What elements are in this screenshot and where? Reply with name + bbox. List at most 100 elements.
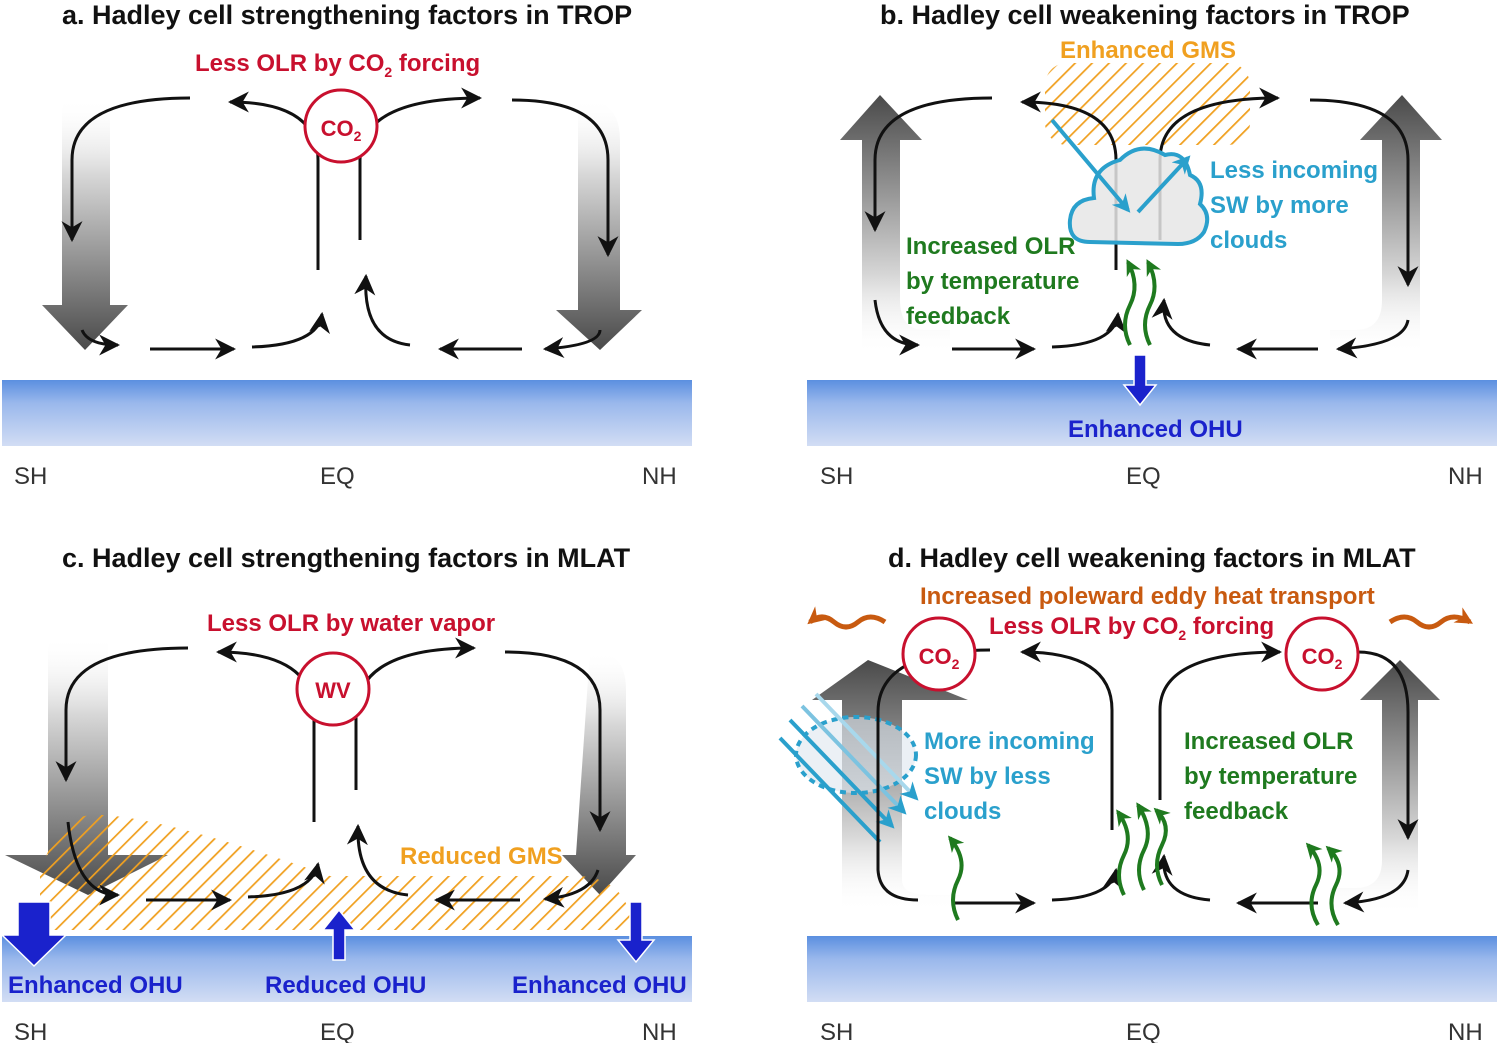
panel-d-co2-circle-nh [1284, 616, 1360, 692]
panel-d-heat-wave-icon-3 [1136, 802, 1152, 891]
panel-a-olr-label: Less OLR by CO2 forcing [195, 50, 480, 80]
panel-b-heat-wave-icon-2 [1143, 259, 1162, 346]
panel-d-eq: EQ [1126, 1019, 1161, 1043]
panel-a-flow-bottom-4 [354, 273, 411, 347]
panel-c-gms-label: Reduced GMS [400, 843, 563, 870]
panel-a-title: a. Hadley cell strengthening factors in … [62, 0, 632, 30]
panel-d-sw-line1: More incoming [924, 728, 1095, 755]
panel-d-heat-wave-icon-6 [1325, 845, 1343, 927]
panel-d-heat-wave-icon-4 [1153, 807, 1171, 886]
panel-d-sw-ray-1 [788, 718, 895, 829]
panel-d-sw-ray-4 [778, 736, 882, 844]
panel-d-ocean [807, 936, 1497, 1002]
panel-d-olr-label: Less OLR by CO2 forcing [989, 613, 1274, 643]
panel-d-sw-ray-3 [814, 692, 919, 801]
panel-a-flow-rise-right [358, 87, 483, 240]
panel-d-sw-line3: clouds [924, 798, 1001, 825]
panel-d-olr-line1: Increased OLR [1184, 728, 1353, 755]
panel-b-ohu-arrow-icon [1122, 354, 1158, 407]
panel-d: d. Hadley cell weakening factors in MLAT… [778, 543, 1497, 1043]
panel-b-sw-line1: Less incoming [1210, 157, 1378, 184]
panel-d-sw-ray-2 [800, 704, 907, 815]
panel-b-gms-label: Enhanced GMS [1060, 37, 1236, 64]
panel-b-olr-line3: feedback [906, 303, 1011, 330]
panel-b-nh: NH [1448, 463, 1483, 490]
panel-a-sinking-arrow-sh [42, 98, 128, 350]
panel-d-co2-text-nh: CO2 [1302, 644, 1343, 672]
panel-d-olr-line2: by temperature [1184, 763, 1357, 790]
panel-c-sinking-arrow-sh [5, 636, 168, 895]
panel-c-ohu-mid: Reduced OHU [265, 972, 426, 999]
panel-a: a. Hadley cell strengthening factors in … [2, 0, 692, 490]
panel-d-flow-right-turn [1342, 869, 1410, 913]
panel-c-flow-rise-right [354, 637, 477, 790]
panel-c: c. Hadley cell strengthening factors in … [0, 543, 692, 1043]
panel-d-sw-line2: SW by less [924, 763, 1051, 790]
panel-b-sw-reflected-arrow [1136, 155, 1191, 214]
panel-b-olr-line2: by temperature [906, 268, 1079, 295]
panel-b-flow-right-turn [1335, 319, 1410, 359]
panel-b-eq: EQ [1126, 463, 1161, 490]
panel-a-sh: SH [14, 463, 47, 490]
panel-d-heat-wave-icon-5 [1305, 842, 1323, 927]
panel-c-ocean [2, 936, 692, 1002]
panel-a-ocean [2, 380, 692, 446]
panel-d-title: d. Hadley cell weakening factors in MLAT [888, 543, 1416, 573]
panel-d-heat-wave-icon-2 [1116, 809, 1132, 896]
panel-b-flow-top-left [864, 96, 993, 233]
panel-d-flow-rise-right [1158, 641, 1283, 800]
panel-b-sw-incoming-arrow [1050, 118, 1131, 213]
panel-b-gms-hatch [1045, 63, 1250, 145]
panel-c-flow-top-right [504, 650, 611, 833]
panel-c-flow-left-turn [66, 821, 121, 906]
panel-b: b. Hadley cell weakening factors in TROP… [807, 0, 1497, 490]
panel-b-olr-line1: Increased OLR [906, 233, 1075, 260]
panel-a-co2-text: CO2 [321, 116, 362, 144]
panel-a-flow-top-right [511, 98, 619, 258]
panel-b-sw-line2: SW by more [1210, 192, 1349, 219]
panel-b-flow-bottom-4 [1151, 297, 1211, 347]
panel-d-heat-wave-icon-1 [947, 835, 965, 921]
panel-b-ohu-label: Enhanced OHU [1068, 416, 1243, 443]
panel-d-olr-line3: feedback [1184, 798, 1289, 825]
panel-d-eddy-label: Increased poleward eddy heat transport [920, 583, 1375, 610]
panel-a-flow-bottom-right-turn [542, 329, 602, 359]
panel-c-flow-bottom-4 [346, 823, 409, 897]
panel-c-nh: NH [642, 1019, 677, 1043]
panel-d-eddy-arrow-sh-icon [807, 606, 887, 630]
panel-c-wv-text: WV [315, 678, 351, 703]
panel-b-sh: SH [820, 463, 853, 490]
panel-b-rising-arrow-nh [1330, 95, 1442, 355]
panel-b-flow-left-turn [873, 299, 921, 356]
panel-d-nh: NH [1448, 1019, 1483, 1043]
panel-c-sh: SH [14, 1019, 47, 1043]
panel-c-ohu-left: Enhanced OHU [8, 972, 183, 999]
panel-c-ohu-down-arrow-nh-icon [616, 901, 656, 964]
panel-c-flow-right-turn [542, 869, 600, 908]
panel-d-sh: SH [820, 1019, 853, 1043]
panel-d-rising-arrow-nh [1330, 660, 1440, 915]
panel-d-flow-bottom-2 [1051, 867, 1124, 902]
panel-c-ohu-right: Enhanced OHU [512, 972, 687, 999]
panel-b-sw-line3: clouds [1210, 227, 1287, 254]
panel-a-flow-bottom-2 [251, 311, 330, 349]
panel-a-co2-circle [303, 88, 379, 164]
panel-c-flow-bottom-2 [247, 861, 325, 899]
panel-d-co2-text-sh: CO2 [919, 644, 960, 672]
panel-c-title: c. Hadley cell strengthening factors in … [62, 543, 631, 573]
panel-a-nh: NH [642, 463, 677, 490]
panel-b-flow-rise-left [1019, 91, 1118, 270]
panel-a-sinking-arrow-nh [556, 98, 642, 350]
panel-b-flow-top-right [1309, 98, 1419, 288]
panel-c-olr-label: Less OLR by water vapor [207, 610, 495, 637]
panel-b-flow-bottom-2 [1051, 311, 1127, 349]
panel-d-co2-circle-sh [901, 616, 977, 692]
panel-c-ohu-down-arrow-sh-icon [0, 901, 68, 968]
panel-c-flow-top-left [55, 646, 189, 783]
panel-c-ohu-up-arrow-eq-icon [321, 908, 357, 961]
panel-d-flow-top-right [1357, 650, 1419, 841]
panel-c-wv-circle [295, 651, 371, 727]
panel-b-heat-wave-icon-1 [1123, 259, 1142, 346]
panel-d-flow-bottom-4 [1151, 853, 1211, 902]
